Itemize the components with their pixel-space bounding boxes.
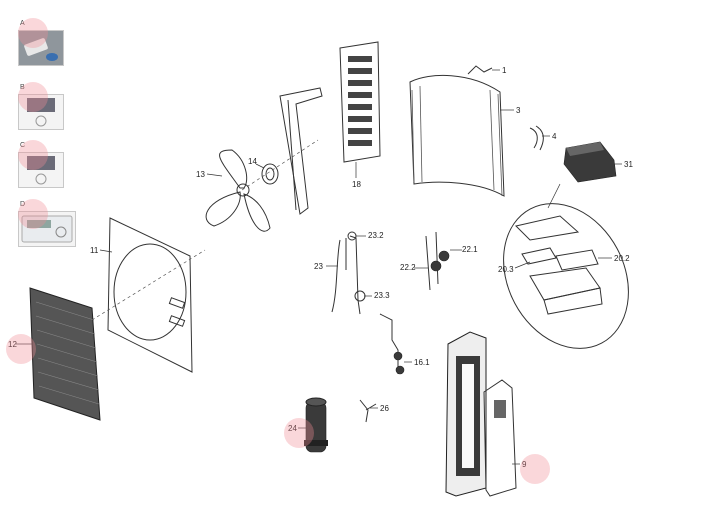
label-23-3: 23.3 [374,291,390,300]
label-1: 1 [502,66,507,75]
label-23: 23 [314,262,323,271]
thumb-letter-c: C [20,142,26,149]
side-grille-part[interactable] [339,41,381,163]
pcb-main-part[interactable] [555,249,599,271]
remote-hand-icon [19,31,63,65]
hotspot-a[interactable] [18,18,48,48]
label-16-1: 16.1 [414,358,430,367]
label-9: 9 [522,460,527,469]
fan-motor-part[interactable] [261,163,279,185]
thumbnail-c[interactable] [18,152,64,188]
label-13: 13 [196,170,205,179]
front-panel-part[interactable] [107,217,193,373]
label-18: 18 [352,180,361,189]
motor-bracket-part[interactable] [279,87,323,215]
hotspot-24[interactable] [284,418,314,448]
fan-blade-part[interactable] [205,149,271,232]
part-4-pipe[interactable] [529,125,544,151]
label-31: 31 [624,160,633,169]
label-23-2: 23.2 [368,231,384,240]
thumbnail-a[interactable] [18,30,64,66]
thumb-letter-d: D [20,201,26,208]
hotspot-12[interactable] [6,334,36,364]
side-cover-part[interactable] [483,379,517,497]
compressor-part[interactable] [304,397,328,453]
pcb-cover-part[interactable] [515,215,580,241]
label-22-1: 22.1 [462,245,478,254]
pcb-board-part[interactable] [521,247,557,265]
part-1-clip[interactable] [467,65,493,75]
thumb-letter-a: A [20,20,25,27]
pipe-26-part[interactable] [359,399,377,423]
hotspot-c[interactable] [18,140,48,170]
pipe-assembly-23-part[interactable] [331,231,366,315]
wired-controller-icon [27,98,55,127]
label-26: 26 [380,404,389,413]
label-24: 24 [288,424,297,433]
thumbnail-b[interactable] [18,94,64,130]
electrical-detail-ellipse [503,203,629,349]
label-11: 11 [90,246,99,255]
wired-controller-icon [27,156,55,185]
thumb-letter-b: B [20,84,25,91]
hotspot-b[interactable] [18,82,48,112]
label-3: 3 [516,106,521,115]
valve-assembly-22-part[interactable] [425,231,450,291]
condenser-coil-part[interactable] [409,74,505,197]
hotspot-d[interactable] [18,199,48,229]
pipe-16-1-part[interactable] [379,313,405,375]
label-12: 12 [8,340,17,349]
electrical-box-base-part[interactable] [529,267,603,315]
front-grille-part[interactable] [29,287,101,421]
label-4: 4 [552,132,557,141]
side-panel-frame-part[interactable] [445,331,487,497]
central-controller-icon [21,215,73,243]
label-20-3: 20.3 [498,265,514,274]
thumbnail-d[interactable] [18,211,76,247]
control-box-part[interactable] [563,141,617,183]
label-20-2: 20.2 [614,254,630,263]
label-14: 14 [248,157,257,166]
label-22-2: 22.2 [400,263,416,272]
hotspot-9[interactable] [520,454,550,484]
